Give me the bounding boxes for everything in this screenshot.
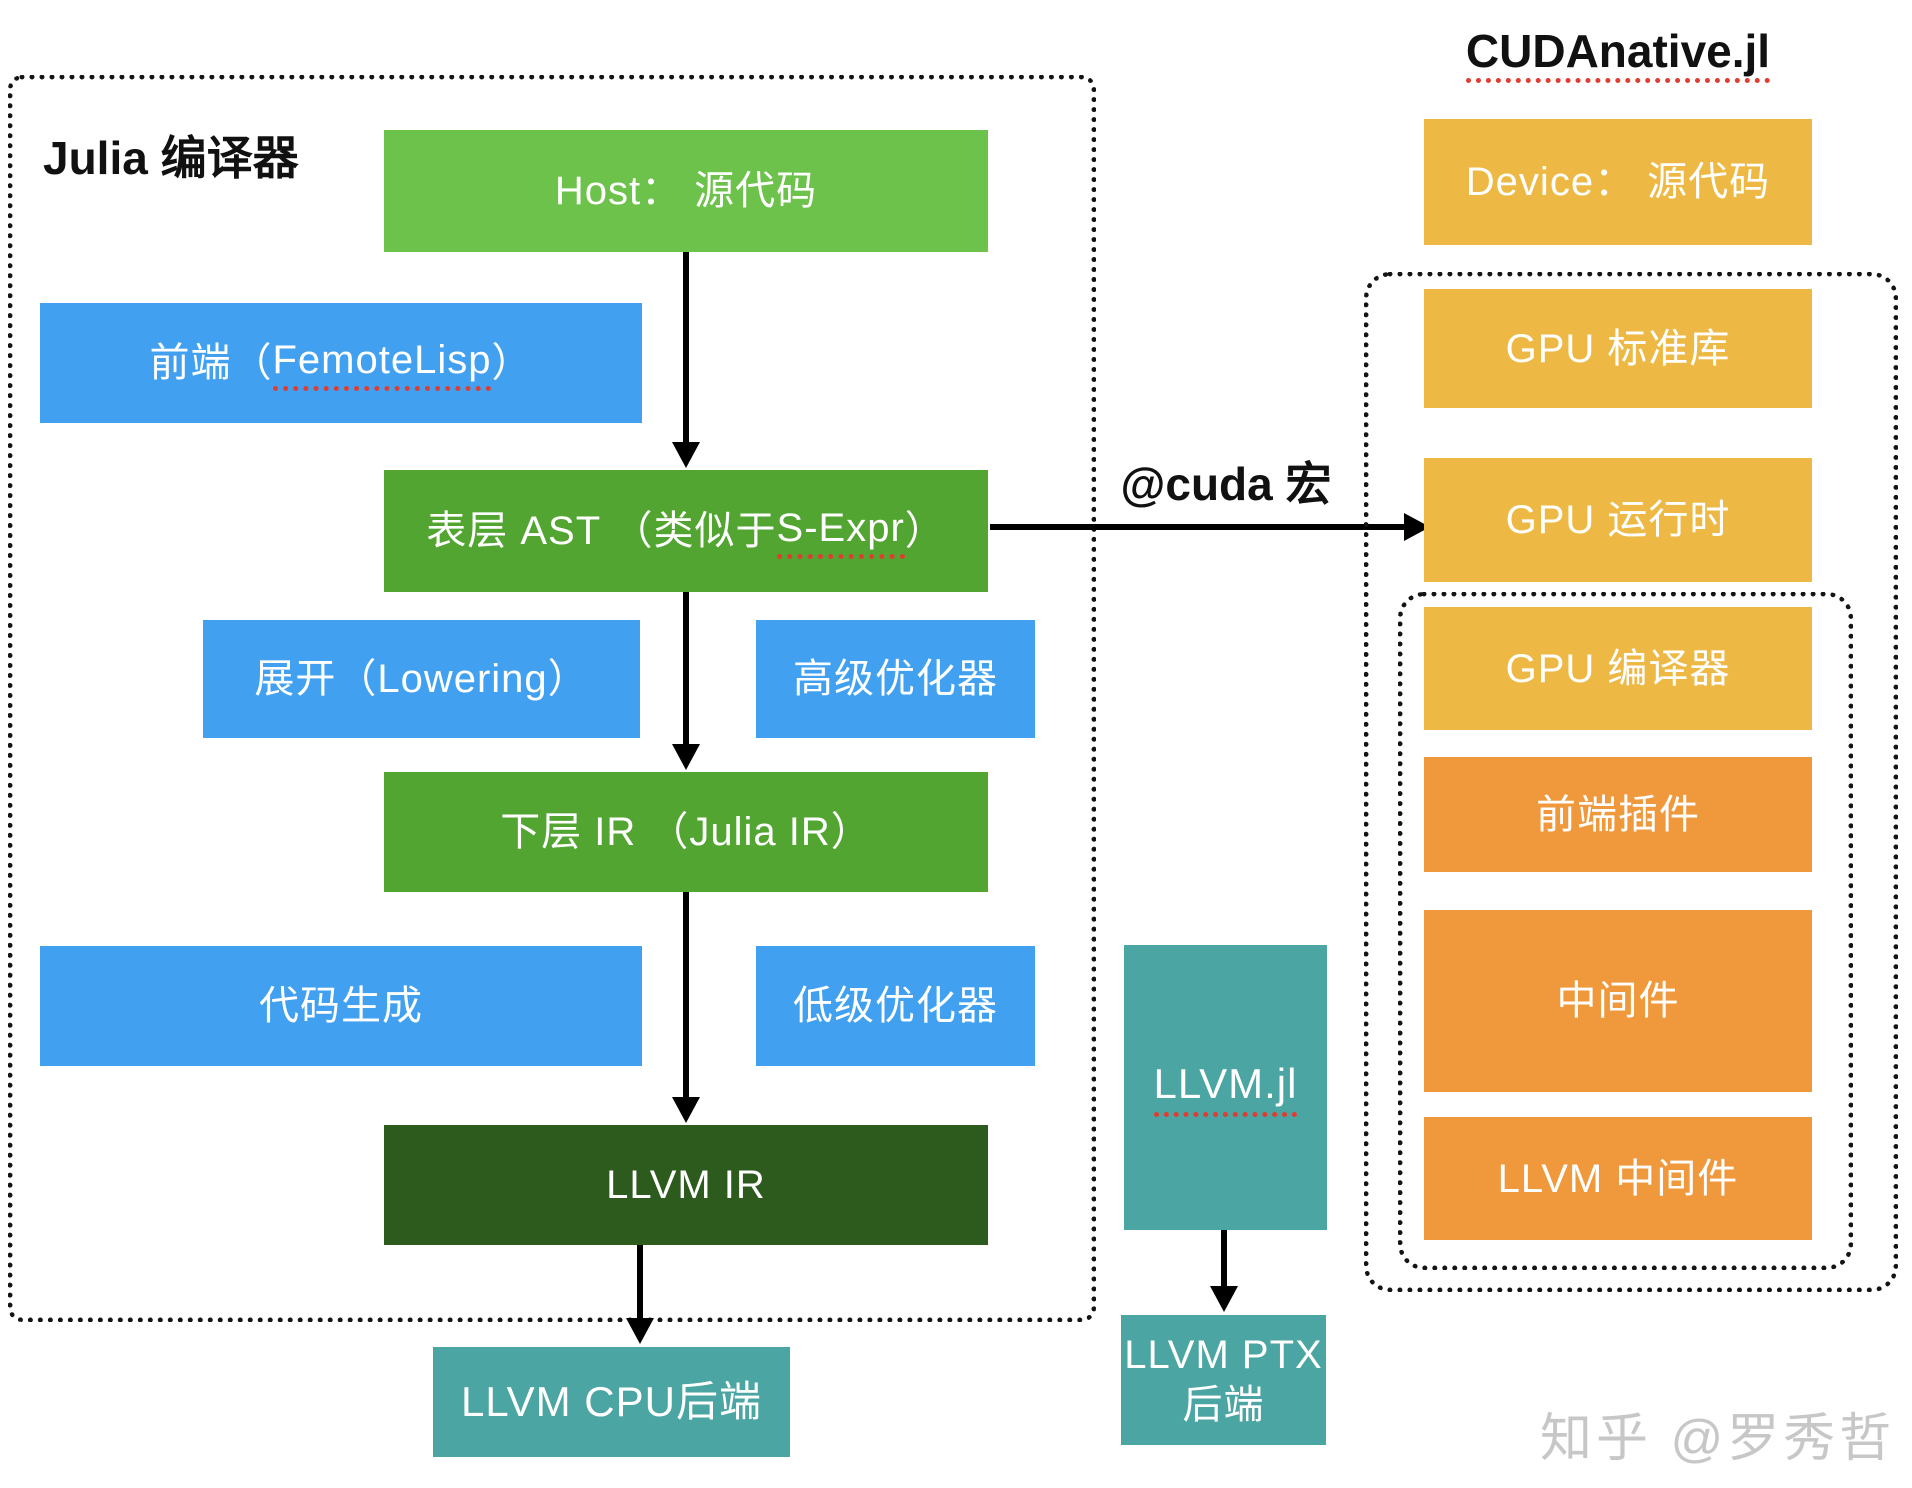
arrow-llvm-ir-to-cpu-backend xyxy=(626,1245,654,1344)
llvm-ptx-backend-label: LLVM PTX 后端 xyxy=(1124,1333,1323,1427)
high-level-optimizer-box: 高级优化器 xyxy=(756,620,1035,738)
llvm-ir-box: LLVM IR xyxy=(384,1125,988,1245)
host-source-box: Host： 源代码 xyxy=(384,130,988,252)
ast-label-post: ） xyxy=(904,509,946,553)
llvm-jl-label: LLVM.jl xyxy=(1153,1058,1298,1117)
frontend-plugin-box: 前端插件 xyxy=(1424,757,1812,872)
middleware-box: 中间件 xyxy=(1424,910,1812,1092)
frontend-label-underlined: FemoteLisp xyxy=(272,335,492,391)
llvm-jl-box: LLVM.jl xyxy=(1124,945,1327,1230)
cudanative-title-text: CUDAnative.jl xyxy=(1465,25,1771,83)
surface-ast-box: 表层 AST （类似于 S-Expr） xyxy=(384,470,988,592)
arrow-ast-to-lower-ir xyxy=(672,592,700,770)
gpu-stdlib-box: GPU 标准库 xyxy=(1424,289,1812,408)
arrow-lower-ir-to-llvm-ir xyxy=(672,892,700,1123)
cuda-macro-label: @cuda 宏 xyxy=(1120,458,1332,510)
llvm-middleware-box: LLVM 中间件 xyxy=(1424,1117,1812,1240)
codegen-box: 代码生成 xyxy=(40,946,642,1066)
frontend-label-post: ） xyxy=(491,341,533,385)
low-level-optimizer-box: 低级优化器 xyxy=(756,946,1035,1066)
gpu-compiler-box: GPU 编译器 xyxy=(1424,607,1812,730)
lowering-box: 展开（Lowering） xyxy=(203,620,640,738)
llvm-cpu-backend-box: LLVM CPU后端 xyxy=(433,1347,790,1457)
watermark: 知乎 @罗秀哲 xyxy=(1540,1410,1896,1468)
cuda-macro-arrow xyxy=(990,513,1430,541)
device-source-box: Device： 源代码 xyxy=(1424,119,1812,245)
arrow-llvm-jl-to-ptx-backend xyxy=(1210,1230,1238,1312)
llvm-ptx-backend-box: LLVM PTX 后端 xyxy=(1121,1315,1326,1445)
frontend-label-pre: 前端（ xyxy=(149,341,273,385)
cudanative-panel-border xyxy=(1364,272,1898,1292)
frontend-femtolisp-box: 前端（FemoteLisp） xyxy=(40,303,642,423)
ast-label-pre: 表层 AST （类似于 xyxy=(426,509,777,553)
julia-compiler-panel-border xyxy=(8,75,1096,1322)
cudanative-title: CUDAnative.jl xyxy=(1424,24,1812,83)
julia-panel-title: Julia 编译器 xyxy=(43,132,299,184)
arrow-host-to-ast xyxy=(672,252,700,468)
gpu-compiler-group-border xyxy=(1398,592,1853,1270)
ast-label-underlined: S-Expr xyxy=(776,503,905,559)
gpu-runtime-box: GPU 运行时 xyxy=(1424,458,1812,582)
lower-ir-box: 下层 IR （Julia IR） xyxy=(384,772,988,892)
